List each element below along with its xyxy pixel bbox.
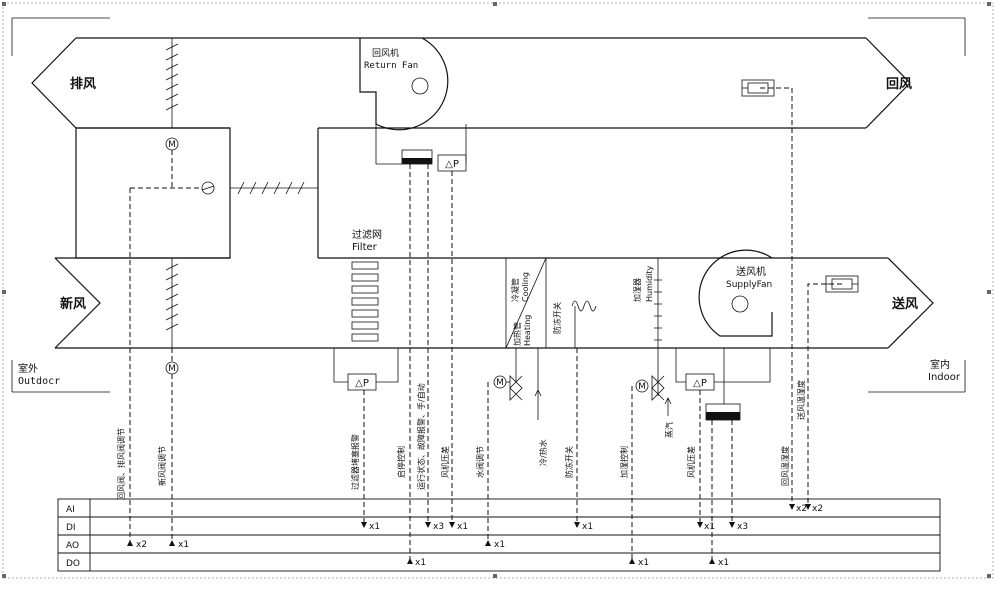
corner-brackets [11,17,966,393]
indoor-en: Indoor [928,372,961,383]
signal-start-stop: 启停控制 [396,446,406,478]
signal-fan-dp: 风机压差 [440,446,450,478]
heating-cn: 加热管 [512,322,522,346]
supply-fan-status [705,348,741,421]
filter: 过滤网 Filter [351,228,382,342]
outdoor-en: Outdocr [18,376,60,387]
mixing-box [75,127,319,259]
count-do-x1b: x1 [718,558,729,568]
bus-row-di: DI [66,523,76,533]
supply-fan: 送风机 SupplyFan [698,249,773,337]
return-damper [230,181,318,195]
indoor-cn: 室内 [930,358,950,371]
signal-lines [129,87,842,562]
signal-fan-status: 运行状态、故障报警、手/自动 [416,383,426,490]
count-ao-fresh: x1 [178,540,189,550]
signal-return-th: 回风温湿度 [780,446,790,486]
motor-label: M [168,140,176,150]
dp-label: △P [445,159,459,170]
count-di-x3b: x3 [737,522,748,532]
water-valve: M [493,348,542,420]
signal-supply-th: 送风温湿度 [796,380,806,420]
motor-label: M [496,378,504,388]
signal-chilled-hot-water: 冷/热水 [538,439,548,466]
count-do-start: x1 [415,558,426,568]
bus-arrows [127,504,811,564]
motor-label: M [638,382,646,392]
selection-handles [2,2,991,578]
signal-antifreeze: 防冻开关 [564,446,574,478]
filter-dp: △P [333,348,399,391]
supply-fan-en: SupplyFan [726,280,772,290]
antifreeze-switch: 防冻开关 [552,300,597,348]
outdoor-cn: 室外 [18,362,38,375]
count-di-sdp: x1 [704,522,715,532]
count-ao-valve: x1 [494,540,505,550]
count-di-filter: x1 [369,522,380,532]
dp-label: △P [693,378,707,389]
fresh-supply-duct [54,257,934,349]
fresh-air-label: 新风 [60,296,86,312]
return-fan-en: Return Fan [364,61,418,71]
signal-filter-alarm: 过滤器堵塞报警 [350,434,360,490]
bus-row-do: DO [66,559,80,569]
signal-water-valve: 水阀调节 [475,446,485,478]
signal-labels: 回风阀、排风阀调节 新风阀调节 过滤器堵塞报警 启停控制 运行状态、故障报警、手… [116,380,806,500]
humidifier-cn: 加湿器 [632,278,642,302]
dp-label: △P [355,378,369,389]
return-fan: 回风机 Return Fan [359,37,449,131]
supply-air-label: 送风 [891,296,918,312]
return-fan-status [375,124,433,165]
exhaust-return-duct [31,37,911,129]
signal-fresh-damper: 新风阀调节 [157,446,167,486]
humidifier-en: Humidity [645,265,654,302]
exhaust-label: 排风 [70,76,96,92]
humidifier: 加湿器 Humidity M [632,258,672,416]
supply-fan-dp: △P [675,348,771,391]
count-ao-damper: x2 [136,540,147,550]
coil-block: 冷凝管 Cooling 加热管 Heating [505,257,547,349]
signal-steam: 蒸汽 [664,422,674,438]
damper-motor-bottom: M [165,361,179,375]
signal-return-damper: 回风阀、排风阀调节 [116,428,126,500]
io-bus-table: AI DI AO DO [57,498,941,572]
count-di-dp: x1 [457,522,468,532]
motor-label: M [168,364,176,374]
return-fan-dp: △P [437,124,467,172]
count-di-status: x3 [433,522,444,532]
signal-supply-dp: 风机压差 [686,446,696,478]
mixing-damper-actuator [201,181,215,195]
exhaust-damper [165,38,179,128]
drawing-frame [2,2,994,579]
cooling-cn: 冷凝管 [510,278,520,302]
signal-humid-ctrl: 加湿控制 [619,446,629,478]
heating-en: Heating [523,315,532,346]
damper-motor-top: M [165,137,179,151]
antifreeze-label: 防冻开关 [552,302,562,334]
count-ai-a: x2 [796,504,807,514]
filter-cn: 过滤网 [352,228,382,241]
return-fan-cn: 回风机 [372,47,399,59]
fresh-damper [165,258,179,348]
bus-counts: x2 x1 x1 x1 x3 x1 x1 x1 x1 x1 x1 x3 x2 x… [136,504,823,568]
cooling-en: Cooling [521,272,530,302]
filter-en: Filter [352,242,378,253]
bus-row-ai: AI [66,505,75,515]
count-ai-b: x2 [812,504,823,514]
supply-fan-cn: 送风机 [736,265,766,278]
count-di-anti: x1 [582,522,593,532]
bus-row-ao: AO [66,541,79,551]
count-do-humid: x1 [638,558,649,568]
return-air-label: 回风 [886,77,912,92]
